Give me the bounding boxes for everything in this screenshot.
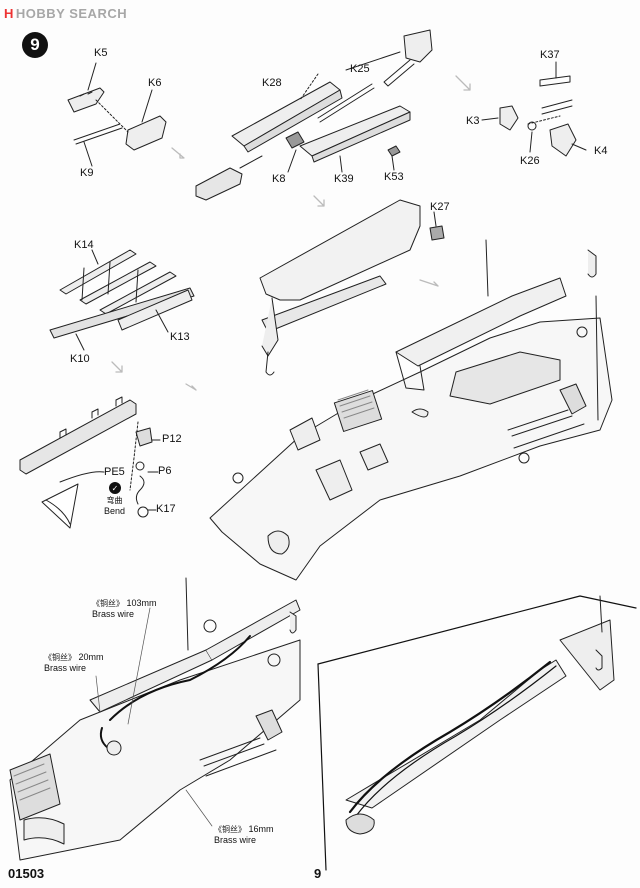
label-pe5: PE5 xyxy=(104,466,125,478)
label-k8: K8 xyxy=(272,173,286,185)
wire-note-16mm-cn: 《铜丝》 xyxy=(214,825,246,834)
label-k10: K10 xyxy=(70,353,90,365)
assembly-arrows xyxy=(111,75,471,391)
watermark-text: HOBBY SEARCH xyxy=(15,6,128,21)
vehicle-hull-lower-left xyxy=(9,577,301,861)
wire-note-103mm-en: Brass wire xyxy=(92,609,135,620)
label-k17: K17 xyxy=(156,503,176,515)
wire-note-16mm: 《铜丝》 16mm Brass wire xyxy=(214,824,274,847)
label-k5: K5 xyxy=(94,47,108,59)
bend-note: 弯曲 Bend xyxy=(104,496,125,517)
label-k28: K28 xyxy=(262,77,282,89)
label-k39: K39 xyxy=(334,173,354,185)
label-k26: K26 xyxy=(520,155,540,167)
boom-assembly-main xyxy=(259,199,445,376)
bend-check-icon: ✓ xyxy=(109,482,121,494)
label-p12: P12 xyxy=(162,433,182,445)
subassembly-k37-k26 xyxy=(481,61,587,157)
bend-note-en: Bend xyxy=(104,506,126,516)
wire-note-20mm-length: 20mm xyxy=(78,652,104,662)
wire-note-20mm: 《铜丝》 20mm Brass wire xyxy=(44,652,104,675)
label-k14: K14 xyxy=(74,239,94,251)
wire-note-103mm: 《铜丝》 103mm Brass wire xyxy=(92,598,157,621)
label-k25: K25 xyxy=(350,63,370,75)
subassembly-k5-k6-k9 xyxy=(67,62,167,167)
label-k4: K4 xyxy=(594,145,608,157)
step-number-badge: 9 xyxy=(22,32,48,58)
detail-view-inset xyxy=(317,595,637,871)
subassembly-rail-pe5 xyxy=(19,396,161,529)
wire-note-103mm-cn: 《铜丝》 xyxy=(92,599,124,608)
wire-note-20mm-en: Brass wire xyxy=(44,663,87,674)
label-k53: K53 xyxy=(384,171,404,183)
vehicle-hull-top xyxy=(209,239,613,581)
subassembly-k14-k13-k10 xyxy=(49,249,195,351)
label-p6: P6 xyxy=(158,465,172,477)
label-k37: K37 xyxy=(540,49,560,61)
subassembly-k28-k39 xyxy=(195,29,433,201)
wire-note-103mm-length: 103mm xyxy=(126,598,157,608)
wire-note-20mm-cn: 《铜丝》 xyxy=(44,653,76,662)
label-k9: K9 xyxy=(80,167,94,179)
page-number: 9 xyxy=(314,866,322,881)
label-k27: K27 xyxy=(430,201,450,213)
bend-note-cn: 弯曲 xyxy=(106,496,123,505)
label-k3: K3 xyxy=(466,115,480,127)
wire-note-16mm-length: 16mm xyxy=(248,824,274,834)
kit-code: 01503 xyxy=(8,866,45,881)
wire-note-16mm-en: Brass wire xyxy=(214,835,257,846)
label-k6: K6 xyxy=(148,77,162,89)
watermark-logo: H xyxy=(4,6,14,21)
label-k13: K13 xyxy=(170,331,190,343)
